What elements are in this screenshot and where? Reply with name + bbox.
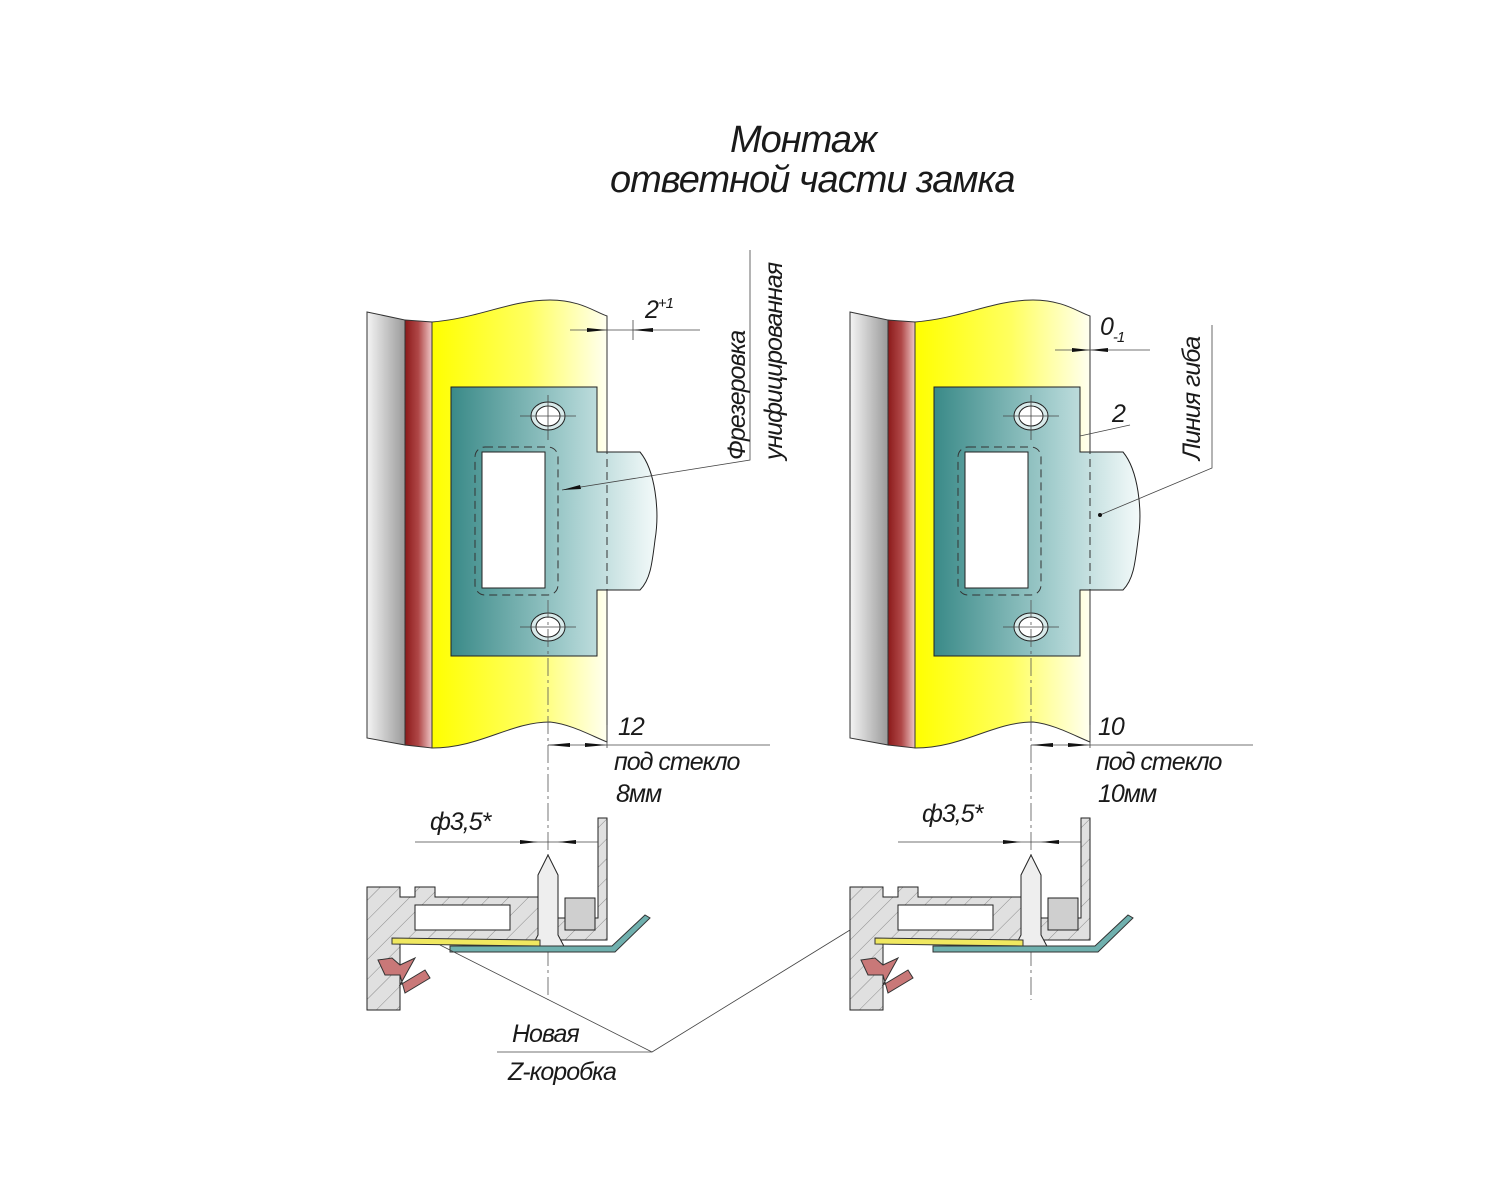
callout-z-box: Z-коробка	[507, 1058, 617, 1086]
offset-dimension: 12	[618, 713, 645, 741]
gap-dimension: 2+1	[644, 295, 674, 324]
bend-dimension: 2	[1111, 400, 1126, 428]
glass-thickness: 10мм	[1098, 780, 1157, 808]
z-box-callout: Новая Z-коробка	[439, 929, 851, 1086]
title-line2: ответной части замка	[610, 159, 1015, 201]
callout-bend-line: Линия гиба	[1178, 336, 1206, 462]
gap-dimension: 0-1	[1100, 313, 1125, 346]
left-panel: 2+1 Фрезеровка унифицированная 12 под ст…	[366, 250, 788, 1011]
hole-diameter: ф3,5*	[922, 800, 985, 828]
glass-label: под стекло	[614, 748, 741, 776]
callout-unified: унифицированная	[760, 262, 788, 462]
glass-thickness: 8мм	[616, 780, 662, 808]
title-line1: Монтаж	[730, 119, 879, 161]
callout-milling: Фрезеровка	[723, 330, 751, 460]
right-panel: 0-1 2 Линия гиба 10 под стекло 10мм ф3,5…	[849, 299, 1254, 1011]
glass-label: под стекло	[1096, 748, 1223, 776]
hole-diameter: ф3,5*	[430, 808, 493, 836]
callout-new: Новая	[512, 1020, 579, 1048]
offset-dimension: 10	[1098, 713, 1125, 741]
